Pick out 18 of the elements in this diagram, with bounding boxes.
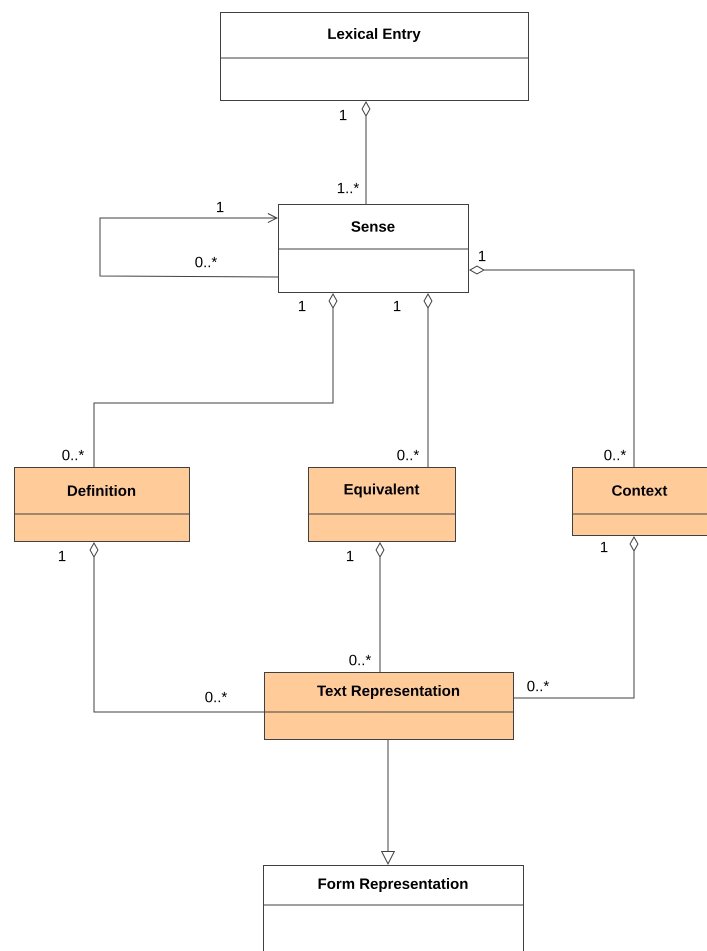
multiplicity-label: 0..*	[604, 450, 626, 460]
multiplicity-label: 0..*	[62, 450, 84, 460]
class-box: Equivalent	[308, 467, 456, 542]
multiplicity-label: 0..*	[349, 654, 372, 666]
multiplicity-label: 1..*	[338, 182, 360, 194]
class-box: Context	[572, 467, 707, 536]
class-box: Definition	[14, 467, 190, 542]
class-box: Lexical Entry	[220, 12, 529, 101]
multiplicity-label: 0..*	[195, 256, 218, 268]
multiplicity-label: 0..*	[205, 692, 228, 702]
class-box: Sense	[278, 204, 469, 293]
multiplicity-label: 1	[478, 250, 486, 262]
association-arrow	[100, 213, 278, 278]
class-box: Text Representation	[264, 672, 514, 740]
multiplicity-label: 0..*	[397, 450, 420, 460]
multiplicity-label: 1	[216, 202, 224, 212]
multiplicity-label: 0..*	[527, 680, 550, 692]
class-box: Form Representation	[262, 865, 524, 951]
